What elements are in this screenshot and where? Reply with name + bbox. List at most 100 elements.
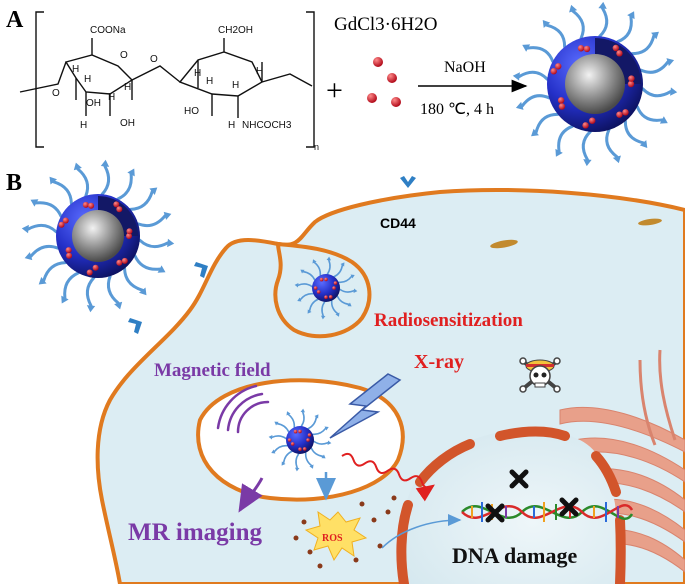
ligand-tip [294,282,299,288]
gd-dot [324,277,328,282]
gd-dot [88,202,95,209]
panel-a-label: A [6,7,24,33]
damage-x-icon [509,469,529,489]
skull-crossbones-icon [519,357,561,393]
ligand-tip [271,449,276,454]
gd-dot [86,269,93,276]
ligand-tip [320,315,326,320]
coona-label: COONa [90,25,126,36]
gd-dot [66,252,73,259]
ligand-strand [313,440,329,445]
reagent-label: GdCl3·6H2O [334,14,437,35]
cd44-receptor [400,176,416,188]
ligand-shell [294,256,358,320]
ligand-tip [327,440,332,446]
ligand-tip [163,211,172,220]
ligand-tip [531,128,539,137]
ligand-tip [569,4,578,13]
gd-dot [290,442,295,446]
gd-dot [121,257,128,264]
mr-imaging-label: MR imaging [128,519,263,546]
h-label-0: H [72,64,79,75]
h-label-5: H [194,68,201,79]
left-bracket [35,11,44,148]
nanoparticle-endocytosed [294,256,358,320]
h-label-1: H [84,74,91,85]
gd-ion [367,93,377,103]
gd-dots [550,44,635,129]
nanoparticle-extracellular [21,159,175,313]
ros-burst-icon [304,510,368,562]
gd-dot [298,429,302,434]
xray-label: X-ray [414,351,464,373]
gd-dot [319,277,324,282]
ligand-tip [555,148,563,157]
magnetic-field-waves [216,384,270,434]
gd-dot [628,75,635,82]
ligand-strand [308,298,319,312]
damage-x-icon [485,503,505,523]
ligand-tip [512,72,520,81]
ligand-tip [167,238,175,248]
ligand-tip [522,44,531,52]
panel-b-label: B [6,170,22,196]
gd-ion [391,97,401,107]
ligand-tip [61,295,69,304]
h-label-8: H [256,66,263,77]
ligand-tip [321,454,326,459]
ligand-strand [273,444,289,453]
nanoparticle-product [512,1,678,167]
gd-dot [82,201,89,208]
ligand-strand [337,275,353,284]
gd-dot [62,217,69,224]
panel-b: B [6,159,685,584]
ligand-strand [34,201,63,218]
radiosensitization-label: Radiosensitization [374,310,523,331]
gd-dot [302,447,307,451]
ligand-tip [326,256,332,261]
ligand-tip [335,312,340,317]
dna-damage-label: DNA damage [452,543,578,568]
ligand-strand [42,261,67,282]
ligand-strand [116,172,133,201]
gd-dot [612,44,620,52]
o-label-0: O [52,88,60,99]
ligand-strand [635,105,664,122]
ligand-tip [627,11,635,20]
ligand-tip [281,461,286,466]
ligand-shell [512,1,678,167]
ligand-tip [100,159,110,167]
polymer-structure [19,11,315,148]
conditions-label: 180 ℃, 4 h [420,101,494,118]
ligand-strand [287,413,296,429]
ligand-strand [63,271,80,300]
damage-x-icon [559,497,579,517]
ligand-tip [73,162,82,171]
ligand-strand [129,190,154,211]
ligand-strand [100,164,111,196]
ligand-strand [295,453,300,469]
subscript-n: n [314,142,319,152]
gd-dots [313,277,338,299]
magnetic-field-label: Magnetic field [154,360,271,381]
oh-label-2: OH [120,118,135,129]
oh-label-1: OH [86,98,101,109]
gd-dot [557,97,565,104]
gd-dot [627,80,635,88]
gd-dot [116,206,123,213]
ligand-tip [515,101,524,110]
ligand-strand [297,283,313,288]
gd-dot [550,68,557,75]
cd44-receptors [128,176,416,334]
ligand-tip [127,168,135,177]
ligand-strand [311,427,327,436]
gd-dot [287,438,292,442]
particle-core [565,54,625,114]
ligand-tip [138,287,147,296]
ligand-strand [557,124,574,153]
ligand-strand [598,6,609,38]
nanoparticle-intracellular [268,408,332,472]
particle-shell [286,426,314,454]
ligand-tip [268,434,273,440]
